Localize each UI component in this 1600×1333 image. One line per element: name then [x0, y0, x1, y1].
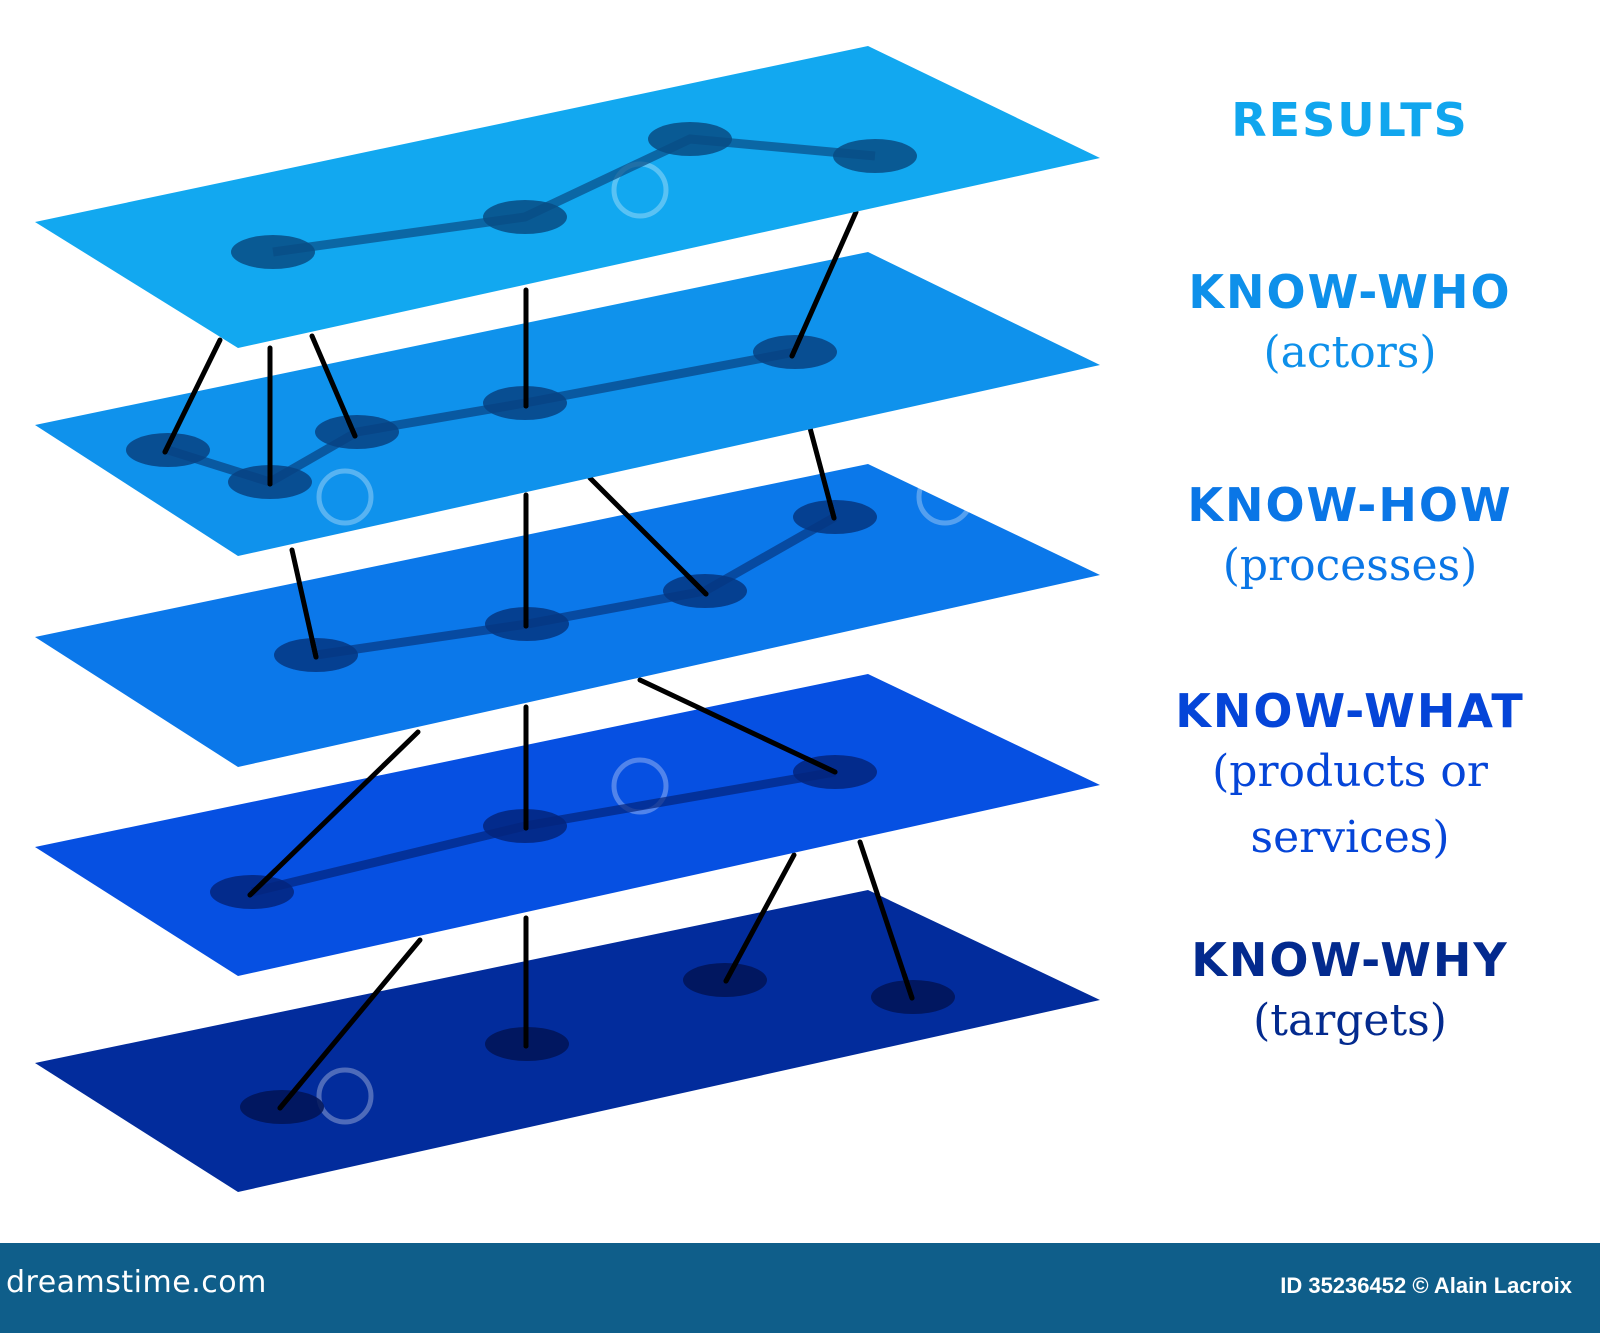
label-know-what: KNOW-WHAT (products or services) [1140, 683, 1560, 871]
footer-credit: ID 35236452 © Alain Lacroix [1280, 1273, 1572, 1298]
label-know-why-title: KNOW-WHY [1191, 933, 1509, 987]
layer-path-2 [315, 513, 838, 660]
connector-0-4 [789, 209, 859, 359]
footer-brand: dreamstime.com [6, 1265, 267, 1300]
connector-3-3 [857, 839, 915, 1001]
connector-2-2 [637, 677, 838, 775]
footer-bar: dreamstime.com ID 35236452 © Alain Lacro… [0, 1243, 1600, 1333]
label-know-how: KNOW-HOW (processes) [1120, 477, 1580, 599]
connector-1-0 [289, 547, 319, 660]
layered-network-diagram [35, 46, 1100, 1192]
label-know-who-title: KNOW-WHO [1188, 265, 1512, 319]
label-results-title: RESULTS [1231, 93, 1469, 147]
layer-node-0-2 [648, 122, 732, 156]
layer-node-1-2 [315, 415, 399, 449]
label-know-what-title: KNOW-WHAT [1175, 684, 1525, 738]
label-know-who: KNOW-WHO (actors) [1120, 264, 1580, 386]
connector-1-3 [807, 425, 837, 521]
connector-0-0 [162, 337, 223, 455]
connector-2-0 [247, 729, 421, 898]
label-results: RESULTS [1120, 92, 1580, 148]
label-know-how-subtitle: (processes) [1222, 540, 1478, 591]
connector-1-2 [587, 475, 709, 597]
layer-node-0-1 [483, 200, 567, 234]
label-know-why-subtitle: (targets) [1253, 995, 1447, 1046]
watermark-swirl-2 [916, 468, 974, 526]
label-know-how-title: KNOW-HOW [1187, 478, 1513, 532]
layer-node-0-0 [231, 235, 315, 269]
watermark-swirl-4 [316, 1067, 374, 1125]
layer-path-0 [272, 134, 876, 257]
layer-node-0-3 [833, 139, 917, 173]
layer-plane-3 [35, 674, 1100, 976]
label-know-who-subtitle: (actors) [1263, 327, 1437, 378]
label-know-why: KNOW-WHY (targets) [1120, 932, 1580, 1054]
connector-3-0 [277, 937, 423, 1111]
connector-0-2 [309, 333, 358, 439]
watermark-swirl-1 [316, 468, 374, 526]
label-know-what-subtitle: (products or services) [1212, 746, 1488, 863]
watermark-swirl-3 [611, 757, 669, 815]
connector-3-2 [723, 852, 797, 984]
